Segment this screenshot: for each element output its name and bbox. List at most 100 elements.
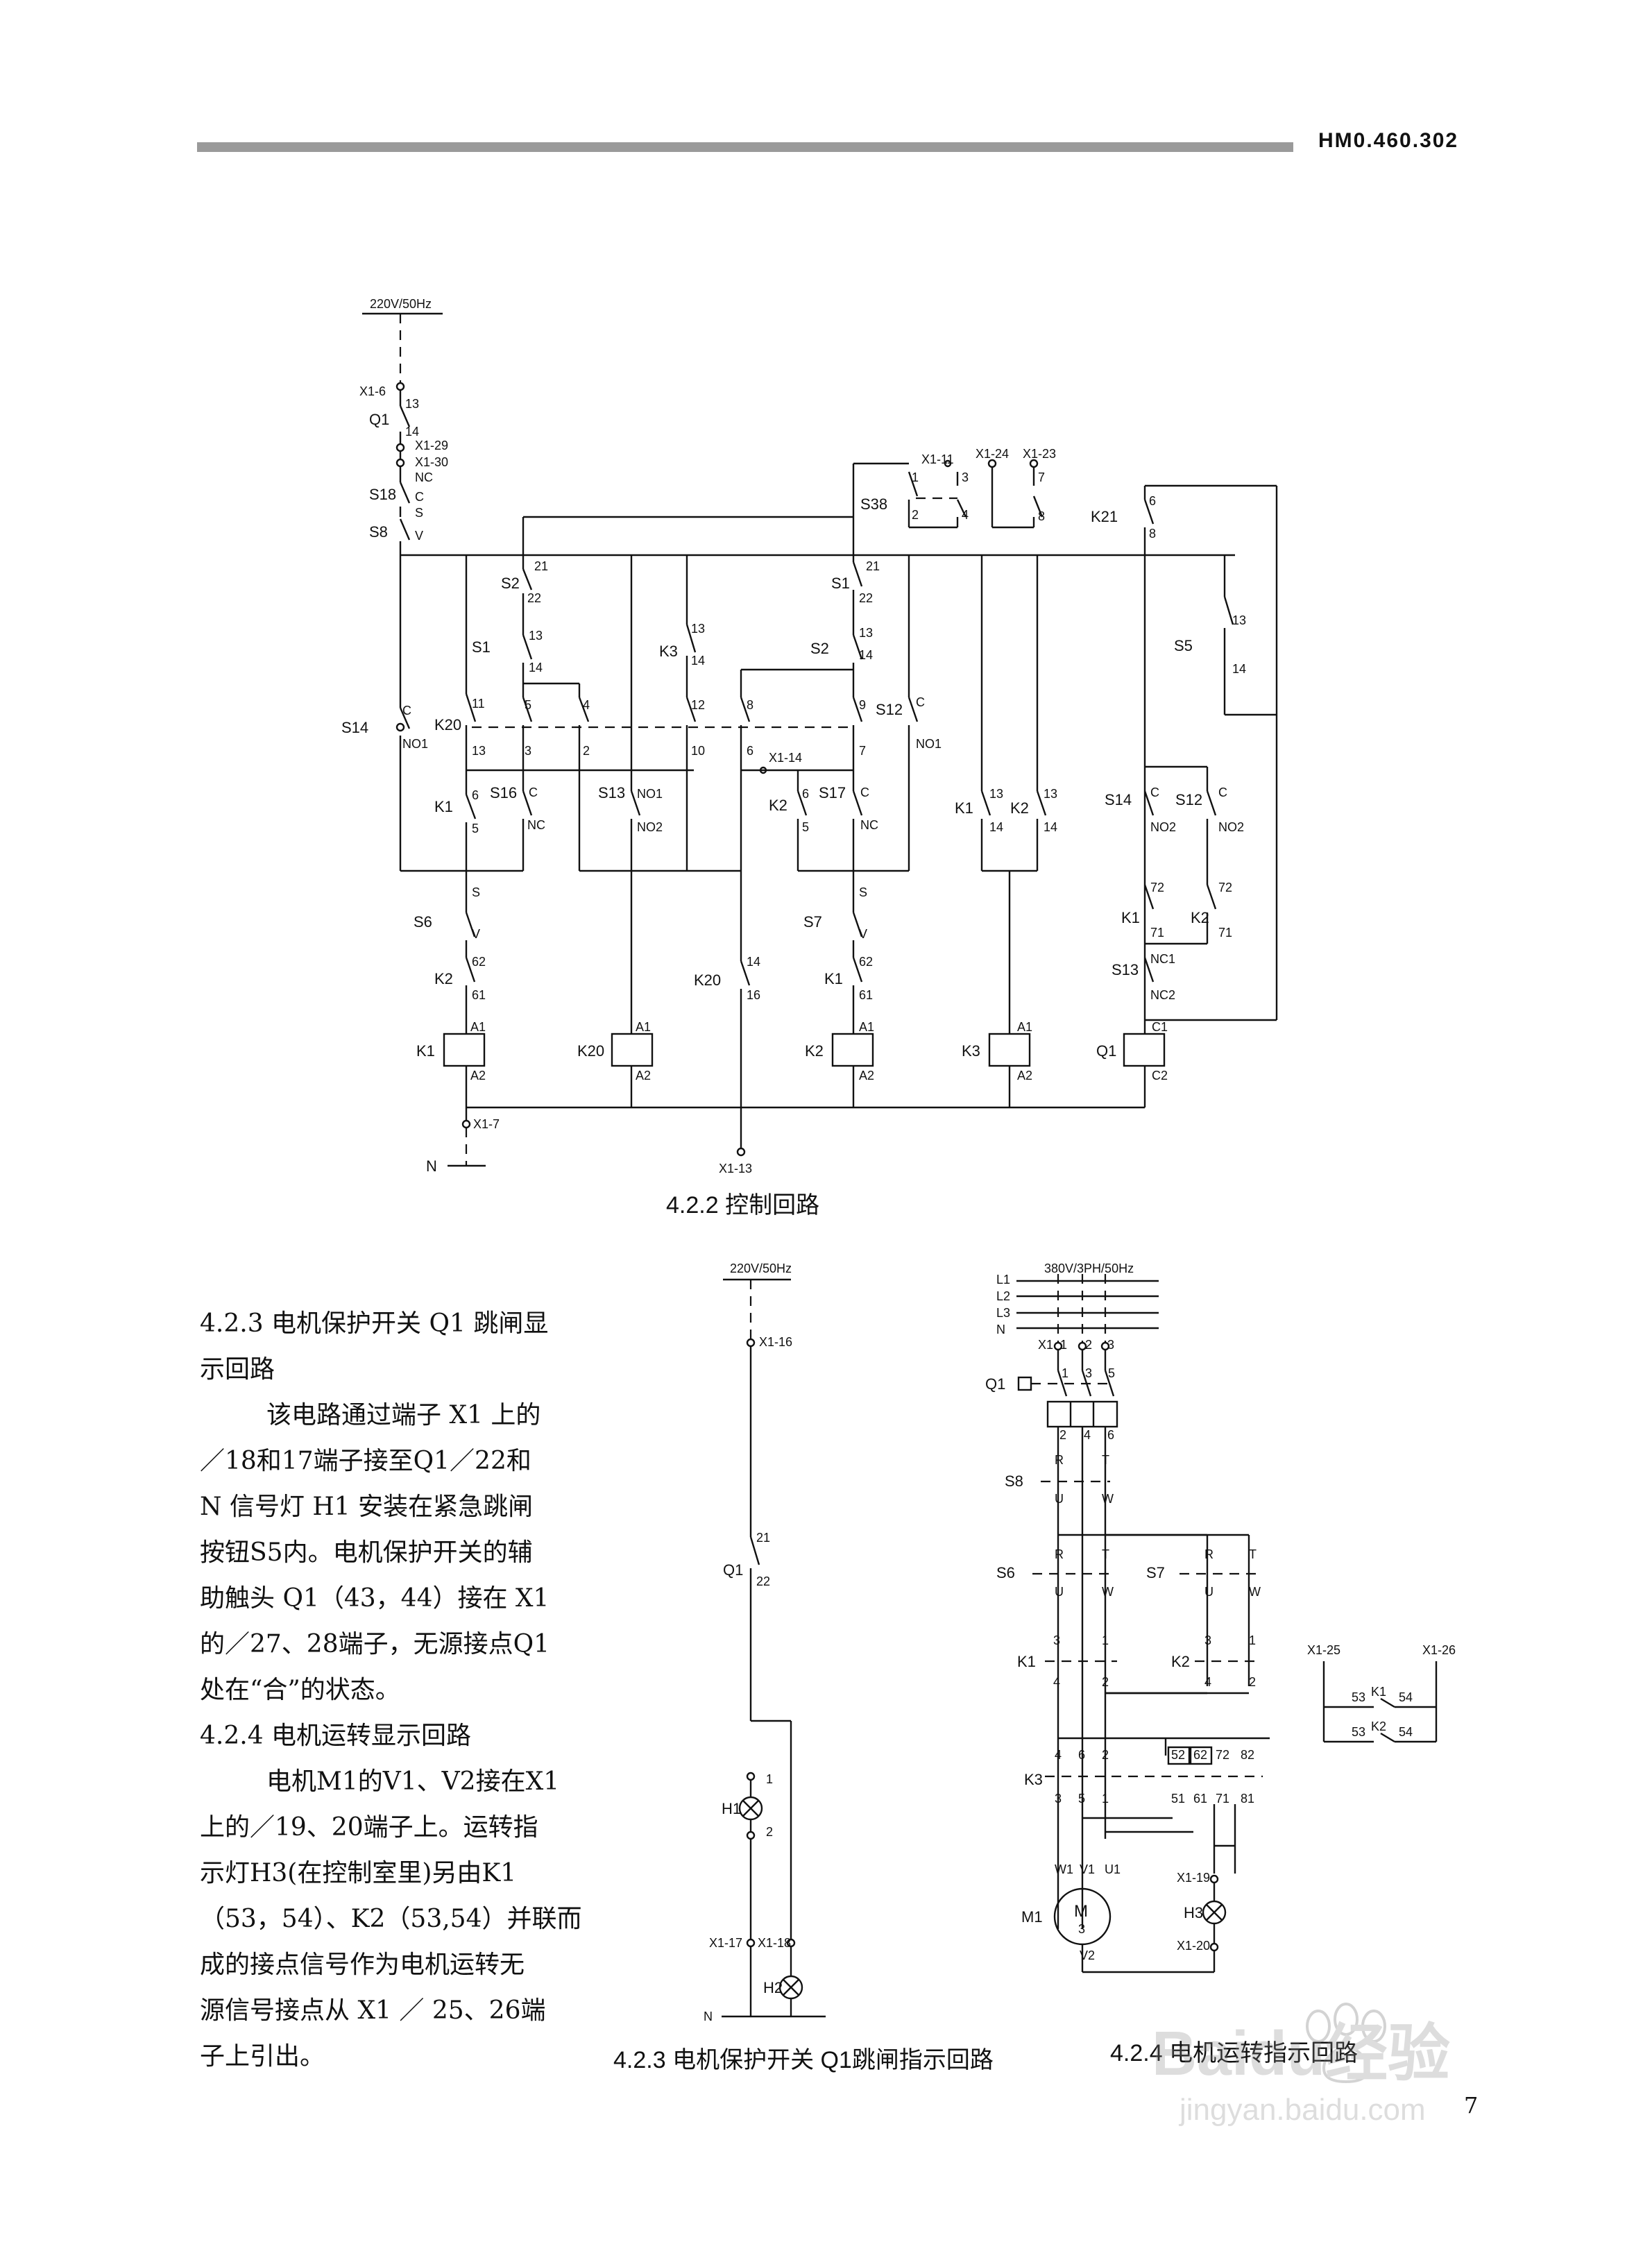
svg-text:NO2: NO2: [1150, 820, 1176, 834]
svg-text:7: 7: [1038, 470, 1045, 484]
svg-text:14: 14: [691, 654, 705, 668]
para-line: 处在“合”的状态。: [200, 1676, 400, 1704]
svg-text:53: 53: [1352, 1690, 1365, 1704]
svg-text:14: 14: [859, 648, 873, 662]
svg-text:3: 3: [1053, 1633, 1060, 1647]
svg-text:V: V: [472, 927, 480, 941]
svg-text:72: 72: [1216, 1748, 1229, 1762]
svg-text:K1: K1: [1017, 1653, 1036, 1670]
svg-text:14: 14: [405, 425, 419, 439]
svg-text:A1: A1: [1017, 1020, 1032, 1034]
svg-text:62: 62: [472, 955, 486, 969]
svg-text:5: 5: [802, 820, 809, 834]
svg-text:6: 6: [1107, 1428, 1114, 1442]
svg-text:53: 53: [1352, 1725, 1365, 1739]
supply-label: 220V/50Hz: [370, 297, 432, 311]
svg-text:S12: S12: [876, 701, 903, 718]
svg-text:X1-18: X1-18: [758, 1936, 791, 1950]
svg-text:K20: K20: [434, 716, 461, 733]
svg-text:T: T: [1249, 1547, 1257, 1561]
svg-text:S16: S16: [490, 784, 517, 801]
svg-text:3: 3: [525, 744, 531, 758]
svg-text:C: C: [529, 785, 538, 799]
para-line: （53，54）、K2（53,54）并联而: [200, 1905, 582, 1933]
para-line: 助触头 Q1（43，44）接在 X1: [200, 1584, 550, 1613]
svg-text:62: 62: [1193, 1748, 1207, 1762]
svg-text:3: 3: [962, 470, 969, 484]
svg-text:X1-24: X1-24: [976, 447, 1009, 461]
svg-text:54: 54: [1399, 1725, 1413, 1739]
svg-text:K2: K2: [1171, 1653, 1190, 1670]
svg-text:jingyan.baidu.com: jingyan.baidu.com: [1178, 2093, 1426, 2127]
side-text: 4.2.3 电机保护开关 Q1 跳闸显 示回路 该电路通过端子 X1 上的 ／1…: [200, 1301, 595, 2080]
svg-text:3: 3: [1055, 1792, 1062, 1806]
svg-text:2: 2: [766, 1825, 773, 1839]
svg-text:X1: X1: [1038, 1338, 1053, 1352]
svg-text:13: 13: [859, 626, 873, 640]
svg-text:Q1: Q1: [723, 1561, 743, 1579]
svg-text:X1-13: X1-13: [719, 1162, 752, 1175]
svg-text:16: 16: [747, 988, 760, 1002]
svg-text:NO1: NO1: [637, 787, 663, 801]
svg-text:X1-30: X1-30: [415, 455, 448, 469]
svg-text:M: M: [1074, 1902, 1088, 1921]
svg-text:S2: S2: [810, 640, 829, 657]
svg-text:S12: S12: [1175, 791, 1202, 808]
svg-text:NC: NC: [527, 818, 545, 832]
svg-text:H3: H3: [1184, 1904, 1203, 1921]
svg-text:4: 4: [1053, 1675, 1060, 1689]
svg-text:K1: K1: [955, 799, 973, 817]
svg-text:U: U: [1204, 1585, 1214, 1599]
header-rule: [197, 142, 1293, 152]
svg-text:61: 61: [859, 988, 873, 1002]
svg-text:W: W: [1102, 1492, 1114, 1506]
svg-text:6: 6: [1078, 1748, 1085, 1762]
svg-text:13: 13: [529, 629, 543, 643]
svg-text:1: 1: [1249, 1633, 1256, 1647]
svg-text:K1: K1: [1371, 1685, 1386, 1699]
svg-text:N: N: [996, 1323, 1005, 1336]
svg-text:22: 22: [756, 1574, 770, 1588]
svg-text:S13: S13: [1112, 961, 1139, 978]
svg-text:T: T: [1102, 1547, 1109, 1561]
svg-text:NO1: NO1: [402, 737, 428, 751]
svg-text:82: 82: [1241, 1748, 1254, 1762]
svg-text:6: 6: [747, 744, 753, 758]
svg-text:X1-20: X1-20: [1177, 1939, 1210, 1953]
svg-text:H2: H2: [763, 1979, 783, 1996]
svg-text:K1: K1: [434, 798, 453, 815]
svg-text:6: 6: [472, 788, 479, 802]
svg-text:A1: A1: [636, 1020, 651, 1034]
svg-text:X1-11: X1-11: [921, 452, 954, 466]
svg-text:W: W: [1102, 1585, 1114, 1599]
svg-text:12: 12: [691, 698, 705, 712]
svg-text:4: 4: [1204, 1675, 1211, 1689]
svg-text:13: 13: [405, 397, 419, 411]
svg-text:S13: S13: [598, 784, 625, 801]
svg-text:52: 52: [1171, 1748, 1185, 1762]
svg-text:X1-25: X1-25: [1307, 1643, 1340, 1657]
svg-text:C: C: [1150, 785, 1159, 799]
svg-text:4: 4: [962, 508, 969, 522]
svg-text:2: 2: [1085, 1338, 1092, 1352]
svg-text:A2: A2: [859, 1069, 874, 1082]
svg-text:S: S: [415, 506, 423, 520]
svg-text:61: 61: [472, 988, 486, 1002]
svg-text:T: T: [1102, 1453, 1109, 1467]
svg-text:8: 8: [747, 698, 753, 712]
svg-text:H1: H1: [722, 1800, 741, 1817]
svg-text:S8: S8: [1005, 1472, 1023, 1490]
svg-text:13: 13: [1232, 613, 1246, 627]
svg-text:X1-19: X1-19: [1177, 1871, 1210, 1885]
control-circuit-caption: 4.2.2 控制回路: [666, 1192, 819, 1218]
svg-text:S14: S14: [1105, 791, 1132, 808]
svg-text:NO2: NO2: [637, 820, 663, 834]
svg-text:X1-6: X1-6: [359, 384, 386, 398]
trip-circuit-caption: 4.2.3 电机保护开关 Q1跳闸指示回路: [613, 2047, 994, 2073]
svg-text:R: R: [1204, 1547, 1214, 1561]
svg-text:2: 2: [912, 508, 919, 522]
svg-text:C: C: [916, 695, 925, 709]
svg-text:4: 4: [1055, 1748, 1062, 1762]
svg-text:S6: S6: [414, 913, 432, 931]
